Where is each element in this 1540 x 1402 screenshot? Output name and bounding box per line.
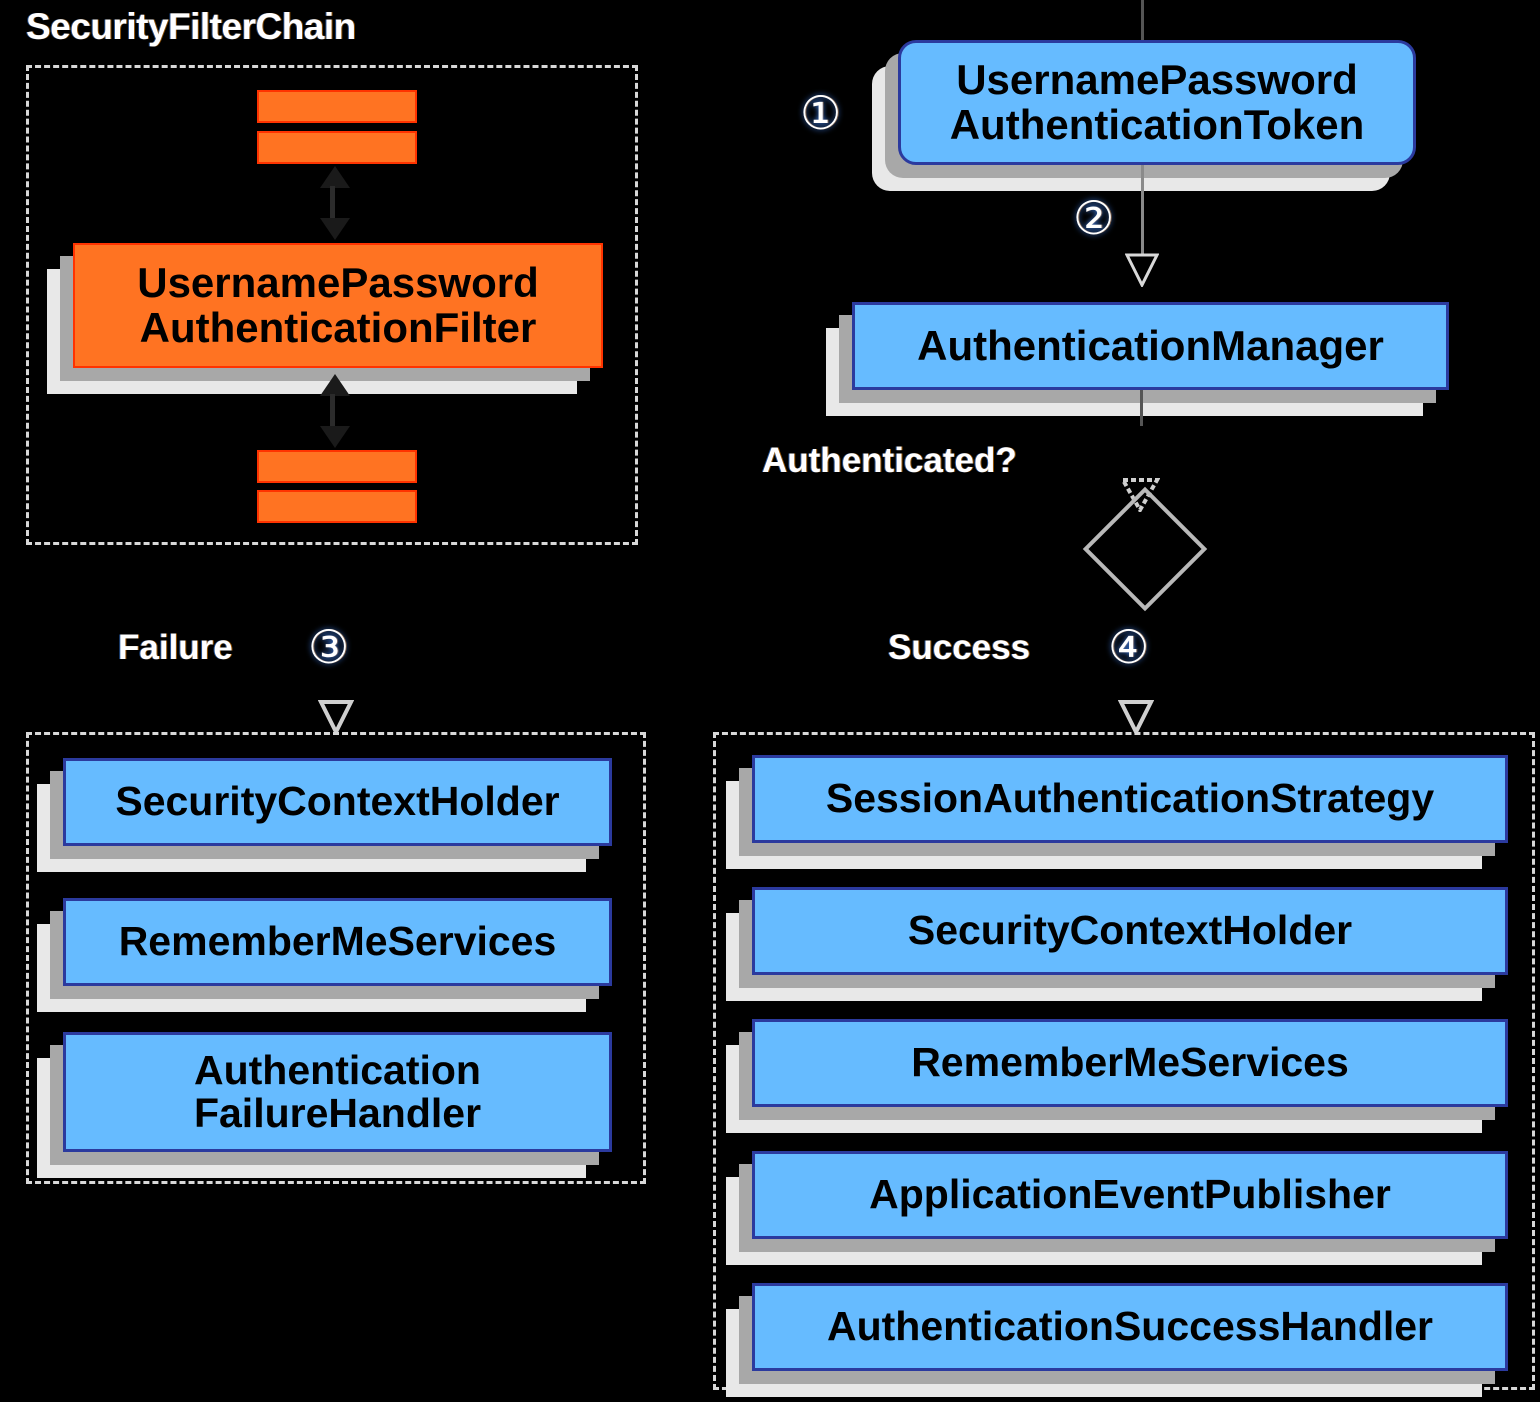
filter-node-line1: UsernamePassword <box>137 258 539 306</box>
failure-item-remember-me-services[interactable]: RememberMeServices <box>37 898 612 1012</box>
authentication-manager-label: AuthenticationManager <box>917 321 1384 369</box>
failure-branch-group <box>26 732 646 1184</box>
failure-item-label: Authentication FailureHandler <box>188 1046 487 1136</box>
filter-node-label: UsernamePassword AuthenticationFilter <box>131 258 545 351</box>
filter-bar-bottom-2 <box>257 490 417 523</box>
decision-arrowhead <box>1120 478 1160 512</box>
success-item-label: RememberMeServices <box>911 1039 1349 1086</box>
token-node-line1: UsernamePassword <box>956 55 1358 103</box>
success-item-session-authentication-strategy[interactable]: SessionAuthenticationStrategy <box>726 755 1508 869</box>
success-item-label: SecurityContextHolder <box>907 907 1353 954</box>
token-node-line2: AuthenticationToken <box>949 100 1365 148</box>
security-filter-chain-group <box>26 65 638 545</box>
filter-arrow-top-head-down <box>320 218 350 240</box>
success-item-label: ApplicationEventPublisher <box>869 1171 1391 1218</box>
filter-arrow-bottom-head-up <box>320 374 350 396</box>
success-item-remember-me-services[interactable]: RememberMeServices <box>726 1019 1508 1133</box>
failure-branch-arrowhead <box>318 700 354 734</box>
success-item-application-event-publisher[interactable]: ApplicationEventPublisher <box>726 1151 1508 1265</box>
authentication-manager-node[interactable]: AuthenticationManager <box>826 302 1449 416</box>
success-item-security-context-holder[interactable]: SecurityContextHolder <box>726 887 1508 1001</box>
success-item-label: SessionAuthenticationStrategy <box>825 775 1435 822</box>
failure-item-authentication-failure-handler[interactable]: Authentication FailureHandler <box>37 1032 612 1178</box>
filter-arrow-bottom-shaft <box>330 394 335 428</box>
success-branch-arrowhead <box>1118 700 1154 734</box>
token-to-manager-arrowhead <box>1125 253 1159 287</box>
failure-item-label: RememberMeServices <box>118 918 557 965</box>
filter-arrow-top-shaft <box>330 186 335 220</box>
filter-bar-bottom-1 <box>257 450 417 483</box>
filter-arrow-bottom-head-down <box>320 426 350 448</box>
success-item-label: AuthenticationSuccessHandler <box>826 1303 1434 1350</box>
failure-branch-label: Failure <box>118 628 233 667</box>
filter-node-line2: AuthenticationFilter <box>139 303 537 351</box>
token-node-label: UsernamePassword AuthenticationToken <box>944 55 1371 148</box>
authenticated-decision-label: Authenticated? <box>762 441 1017 480</box>
success-branch-label: Success <box>888 628 1031 667</box>
username-password-authentication-filter-node[interactable]: UsernamePassword AuthenticationFilter <box>47 243 603 394</box>
success-item-authentication-success-handler[interactable]: AuthenticationSuccessHandler <box>726 1283 1508 1397</box>
security-filter-chain-title: SecurityFilterChain <box>26 6 356 47</box>
failure-item-line2: FailureHandler <box>193 1090 482 1136</box>
manager-to-decision-line <box>1140 390 1143 426</box>
failure-item-label: SecurityContextHolder <box>115 778 560 825</box>
incoming-request-line <box>1141 0 1144 40</box>
step-4-marker: ④ <box>1108 620 1150 674</box>
step-2-marker: ② <box>1073 191 1115 245</box>
filter-bar-top-2 <box>257 131 417 164</box>
token-to-manager-line <box>1141 165 1144 255</box>
authenticated-decision-diamond[interactable] <box>1082 486 1208 612</box>
step-3-marker: ③ <box>308 620 350 674</box>
failure-item-security-context-holder[interactable]: SecurityContextHolder <box>37 758 612 872</box>
step-1-marker: ① <box>800 86 842 140</box>
failure-item-line1: Authentication <box>194 1046 481 1093</box>
username-password-authentication-token-node[interactable]: UsernamePassword AuthenticationToken <box>872 40 1416 191</box>
filter-bar-top-1 <box>257 90 417 123</box>
filter-arrow-top-head-up <box>320 166 350 188</box>
